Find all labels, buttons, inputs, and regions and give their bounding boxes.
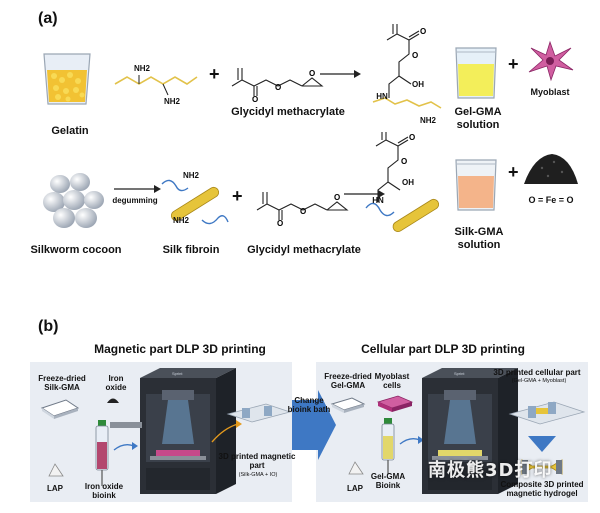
gel-gma-bioink-label: Gel-GMA Bioink [370, 472, 406, 490]
printed-magnetic-part-composition: (Silk-GMA + IO) [238, 472, 278, 478]
cellular-part-tray [508, 401, 586, 425]
myoblast-cells-label: Myoblast cells [374, 372, 410, 390]
plus-sign-3: + [232, 186, 243, 206]
myoblast-dish-icon [376, 395, 414, 412]
printed-cellular-part-composition: (Gel-GMA + Myoblast) [511, 378, 567, 384]
lap-powder-icon [48, 463, 64, 477]
silkworm-cocoon-label: Silkworm cocoon [30, 244, 122, 256]
gelatin-beaker-icon [43, 53, 91, 105]
printed-cellular-part-label: 3D printed cellular part [493, 368, 581, 377]
watermark-text: 南极熊3D打印 [428, 460, 553, 481]
silk-product-hn: HN [372, 196, 384, 205]
gel-gma-solution-label: Gel-GMA solution [454, 106, 502, 131]
lap-label-left: LAP [47, 484, 63, 493]
svg-text:O: O [300, 207, 306, 216]
iron-oxide-label: Iron oxide [105, 374, 127, 392]
svg-text:O: O [309, 69, 315, 78]
load-arrow-left [113, 442, 138, 451]
change-bioink-arrow [292, 390, 336, 460]
myoblast-cell-icon [528, 40, 574, 82]
panel-a-label: (a) [38, 10, 58, 27]
fibroin-nh2-bottom: NH2 [172, 216, 189, 225]
gel-gma-product-structure: O O [372, 24, 442, 109]
plus-sign-2: + [508, 54, 519, 74]
cellular-printing-title: Cellular part DLP 3D printing [361, 342, 525, 356]
gel-product-hn: HN [376, 92, 388, 101]
silk-fibroin-label: Silk fibroin [162, 244, 220, 256]
svg-text:Sprint: Sprint [172, 371, 183, 376]
gelatin-chain-structure [114, 75, 198, 96]
freeze-dried-gel-dish-icon [330, 397, 366, 413]
svg-text:O: O [277, 219, 283, 226]
freeze-dried-silk-label: Freeze-dried Silk-GMA [38, 374, 86, 392]
gel-product-nh2: NH2 [419, 116, 436, 125]
plus-sign: + [209, 64, 220, 84]
gma-label-2: Glycidyl methacrylate [247, 244, 361, 256]
gelatin-nh2-bottom: NH2 [163, 97, 180, 106]
magnetic-printing-title: Magnetic part DLP 3D printing [94, 342, 266, 356]
gelatin-label: Gelatin [51, 125, 89, 137]
gma-structure-1: O O O [231, 68, 324, 102]
fibroin-nh2-top: NH2 [182, 171, 199, 180]
iron-oxide-bioink-label: Iron oxide bioink [84, 482, 124, 500]
printed-part-pointer [211, 420, 242, 443]
gma-label-1: Glycidyl methacrylate [231, 106, 345, 118]
lap-label-right: LAP [347, 484, 363, 493]
freeze-dried-silk-dish-icon [40, 399, 80, 419]
dlp-printer-right: Sprint [422, 368, 518, 494]
svg-text:O: O [420, 27, 426, 36]
gel-gma-solution-beaker-icon [455, 47, 497, 99]
reaction-arrow-2 [344, 190, 385, 198]
plus-sign-4: + [508, 162, 519, 182]
gelatin-nh2-top: NH2 [133, 64, 150, 73]
silk-gma-solution-label: Silk-GMA solution [454, 226, 504, 251]
svg-text:O: O [334, 193, 340, 202]
myoblast-label: Myoblast [530, 87, 570, 97]
printed-magnetic-part-label: 3D printed magnetic part [218, 452, 296, 470]
svg-text:O: O [275, 83, 281, 92]
degumming-label: degumming [112, 196, 158, 205]
dlp-printer-left: Sprint [140, 368, 236, 494]
svg-text:Sprint: Sprint [454, 371, 465, 376]
silk-fibroin-icon [161, 179, 229, 225]
iron-oxide-bioink-syringe-icon [95, 420, 109, 486]
composite-hydrogel-icon [521, 459, 563, 475]
gel-gma-bioink-syringe-icon [381, 418, 395, 474]
composite-arrow [528, 436, 556, 452]
lap-powder-icon-right [348, 461, 364, 475]
reaction-arrow-1 [320, 70, 361, 78]
silk-product-oh: OH [402, 178, 414, 187]
svg-text:O: O [401, 157, 407, 166]
gma-structure-2: O O O [256, 192, 349, 226]
svg-text:O: O [412, 51, 418, 60]
iron-oxide-particles-icon [107, 398, 119, 403]
iron-oxide-powder-icon [524, 154, 578, 184]
composite-hydrogel-label: Composite 3D printed magnetic hydrogel [500, 480, 584, 498]
svg-text:O: O [409, 133, 415, 142]
printer-arm-left [110, 422, 142, 428]
silk-gma-solution-beaker-icon [455, 159, 497, 211]
silkworm-cocoon-icon [43, 173, 104, 228]
freeze-dried-gel-label: Freeze-dried Gel-GMA [324, 372, 372, 390]
gel-product-oh: OH [412, 80, 424, 89]
magnetic-part-tray [226, 403, 292, 423]
degumming-arrow [114, 185, 161, 193]
panel-b-label: (b) [38, 318, 59, 335]
silk-gma-product-structure: O O [365, 132, 440, 232]
iron-oxide-formula: O = Fe = O [528, 195, 574, 205]
load-arrow-right [399, 436, 424, 445]
change-bioink-label: Change bioink bath [287, 396, 331, 414]
svg-text:O: O [252, 95, 258, 102]
